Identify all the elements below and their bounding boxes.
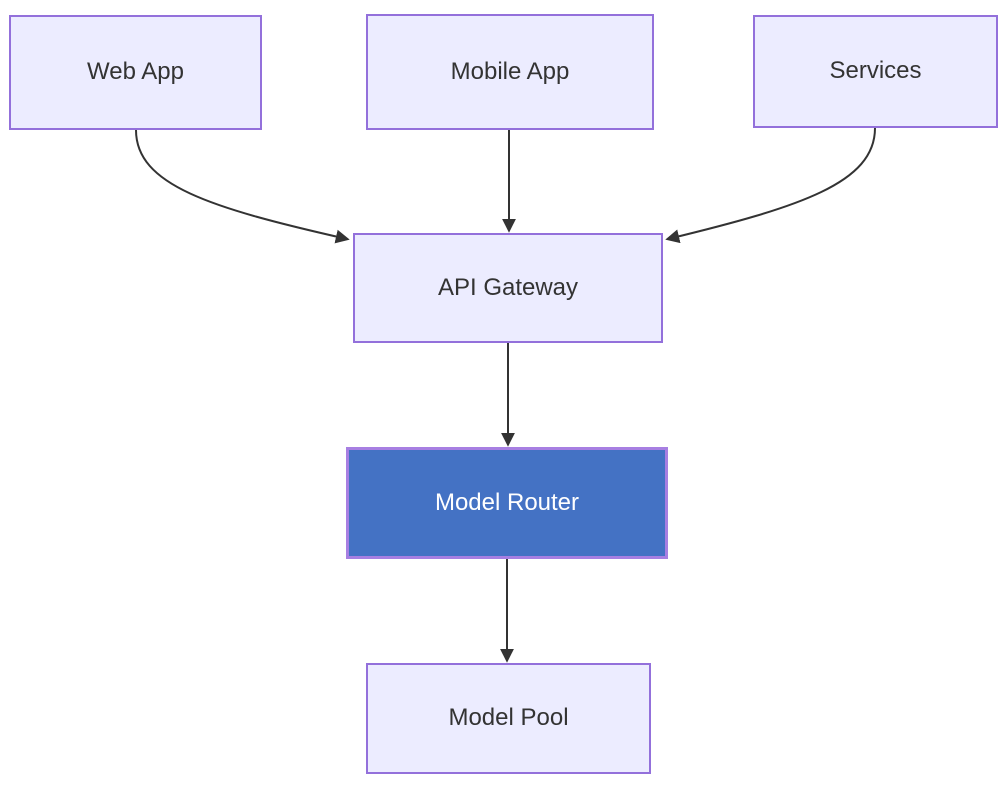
node-mobile-app-label: Mobile App (450, 57, 570, 85)
node-api-gateway-label: API Gateway (437, 273, 579, 301)
node-api-gateway: API Gateway (353, 233, 663, 343)
node-model-router: Model Router (346, 447, 668, 559)
node-model-pool-label: Model Pool (448, 704, 569, 732)
node-mobile-app: Mobile App (366, 14, 654, 130)
node-model-router-label: Model Router (434, 488, 580, 516)
edge-services-to-api-gateway (665, 127, 876, 244)
node-services: Services (753, 15, 998, 128)
node-web-app: Web App (9, 15, 262, 130)
node-web-app-label: Web App (87, 58, 184, 86)
edge-web-app-to-api-gateway (135, 129, 350, 244)
node-services-label: Services (829, 57, 922, 85)
node-model-pool: Model Pool (366, 663, 651, 774)
